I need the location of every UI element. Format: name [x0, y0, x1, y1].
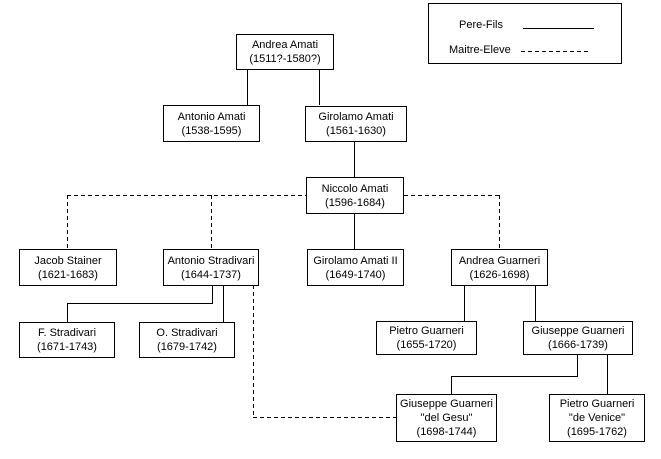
legend-box: Pere-Fils Maitre-Eleve [428, 3, 622, 64]
line-to-f-stradivari [67, 303, 68, 322]
line-antonio-stradivari-to-f-stradivari-horizontal [67, 303, 213, 304]
dashed-antonio-stradivari-to-del-gesu [253, 417, 396, 418]
person-name: Giuseppe Guarneri [531, 325, 625, 337]
person-years: (1621-1683) [38, 268, 98, 281]
person-name: Antonio Stradivari [167, 254, 255, 267]
person-name: O. Stradivari [156, 327, 218, 339]
line-to-del-gesu [451, 376, 452, 394]
person-nickname: "de Venice" [568, 412, 626, 424]
person-nickname: "del Gesu" [420, 412, 473, 424]
line-andrea-guarneri-to-giuseppe-guarneri [535, 285, 536, 321]
node-girolamo-amati-ii: Girolamo Amati II (1649-1740) [307, 249, 404, 286]
person-years: (1695-1762) [567, 426, 627, 438]
person-name: Girolamo Amati [318, 111, 394, 123]
person-name: Andrea Amati [251, 39, 319, 51]
legend-maitre-eleve-label: Maitre-Eleve [449, 44, 511, 56]
line-andrea-amati-to-antonio-amati [247, 69, 248, 105]
line-giuseppe-guarneri-to-de-venice [607, 355, 608, 394]
dashed-niccolo-right-horizontal [404, 195, 499, 196]
person-years: (1666-1739) [548, 339, 608, 351]
person-name: Girolamo Amati II [313, 254, 398, 267]
line-giuseppe-guarneri-to-del-gesu-horizontal [451, 376, 578, 377]
person-name: Pietro Guarneri [559, 398, 635, 410]
legend-solid-line-sample [523, 28, 594, 29]
dashed-antonio-stradivari-drop [253, 285, 254, 417]
legend-dashed-line-sample [521, 51, 589, 52]
node-niccolo-amati: Niccolo Amati (1596-1684) [306, 177, 404, 214]
node-pietro-guarneri-de-venice: Pietro Guarneri "de Venice" (1695-1762) [549, 394, 645, 442]
person-name: F. Stradivari [37, 327, 97, 339]
line-antonio-stradivari-to-o-stradivari [223, 285, 224, 322]
person-years: (1538-1595) [181, 124, 242, 137]
node-giuseppe-guarneri: Giuseppe Guarneri (1666-1739) [523, 321, 633, 355]
node-andrea-amati: Andrea Amati (1511?-1580?) [236, 34, 334, 70]
line-girolamo-amati-to-niccolo-amati [354, 141, 355, 177]
person-years: (1561-1630) [326, 125, 386, 137]
person-years: (1671-1743) [37, 341, 97, 353]
person-years: (1649-1740) [325, 268, 386, 281]
dashed-niccolo-to-antonio-stradivari [211, 195, 212, 249]
person-years: (1596-1684) [325, 196, 385, 209]
person-years: (1644-1737) [181, 268, 241, 281]
dashed-niccolo-left-horizontal [67, 195, 307, 196]
line-andrea-amati-to-girolamo-amati [319, 69, 320, 105]
node-pietro-guarneri: Pietro Guarneri (1655-1720) [376, 321, 477, 355]
node-antonio-stradivari: Antonio Stradivari (1644-1737) [163, 249, 259, 286]
node-antonio-amati: Antonio Amati (1538-1595) [163, 105, 260, 142]
person-name: Antonio Amati [177, 110, 246, 123]
node-giuseppe-guarneri-del-gesu: Giuseppe Guarneri "del Gesu" (1698-1744) [396, 394, 497, 442]
line-niccolo-amati-to-girolamo-amati-ii [354, 213, 355, 249]
node-f-stradivari: F. Stradivari (1671-1743) [19, 322, 115, 358]
dashed-niccolo-to-jacob-stainer [67, 195, 68, 249]
legend-pere-fils-label: Pere-Fils [459, 19, 504, 31]
line-antonio-stradivari-drop [212, 285, 213, 303]
person-years: (1679-1742) [157, 341, 217, 353]
person-years: (1511?-1580?) [249, 53, 321, 65]
line-giuseppe-guarneri-drop [577, 355, 578, 376]
node-andrea-guarneri: Andrea Guarneri (1626-1698) [451, 249, 548, 286]
person-years: (1626-1698) [469, 268, 530, 281]
line-andrea-guarneri-to-pietro-guarneri [464, 285, 465, 321]
person-name: Pietro Guarneri [389, 325, 464, 337]
person-years: (1698-1744) [416, 426, 477, 438]
node-o-stradivari: O. Stradivari (1679-1742) [139, 322, 235, 358]
dashed-niccolo-to-andrea-guarneri [499, 195, 500, 249]
person-name: Andrea Guarneri [458, 254, 541, 267]
node-girolamo-amati: Girolamo Amati (1561-1630) [305, 106, 407, 142]
person-name: Jacob Stainer [34, 254, 102, 267]
person-years: (1655-1720) [396, 339, 457, 351]
person-name: Giuseppe Guarneri [400, 398, 493, 410]
node-jacob-stainer: Jacob Stainer (1621-1683) [19, 249, 117, 286]
person-name: Niccolo Amati [321, 182, 389, 195]
